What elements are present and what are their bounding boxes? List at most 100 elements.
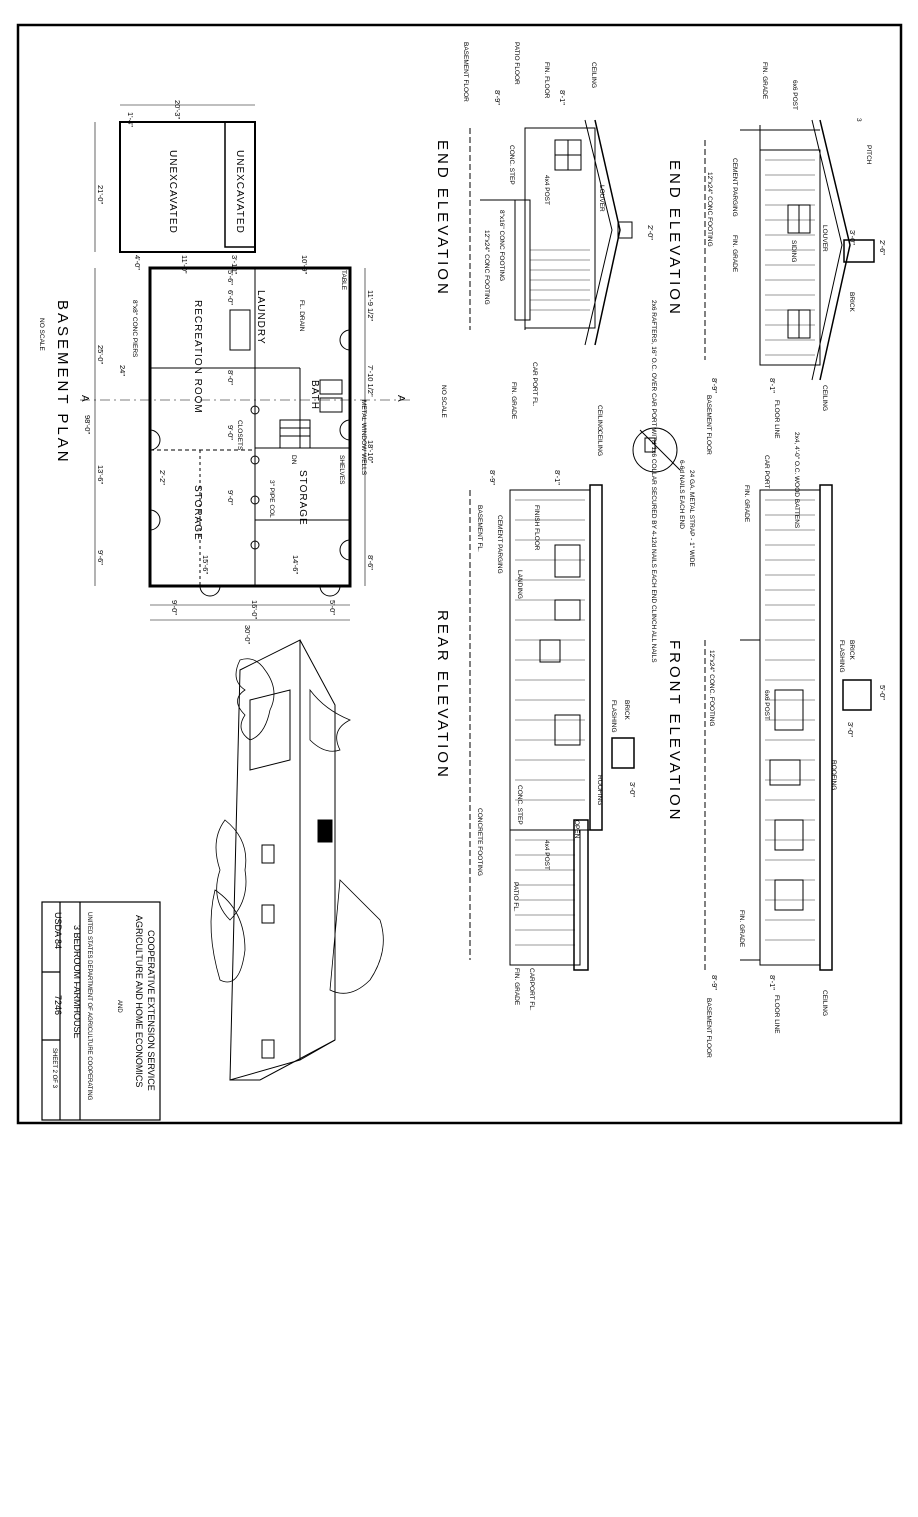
rear-concrete-footing: CONCRETE FOOTING [476, 808, 483, 876]
room-unexcavated-1: UNEXCAVATED [167, 150, 178, 234]
el-left-title: END ELEVATION [434, 140, 451, 297]
tb-usda-line: UNITED STATES DEPARTMENT OF AGRICULTURE … [86, 912, 92, 1101]
rear-dim-1: 8'-9" [488, 470, 497, 485]
basement-plan [80, 104, 410, 621]
dim-5-6: 5'-6" [226, 270, 235, 285]
rafters-note-text: 2x6 RAFTERS, 16" O.C. OVER CAR PORT WITH… [650, 300, 657, 663]
strap-note: 24 GA. METAL STRAP - 1" WIDE [688, 470, 695, 567]
dim-25-0: 25'-0" [96, 345, 105, 364]
front-dim-2: 8'-1" [768, 975, 777, 990]
room-recreation: RECREATION ROOM [192, 300, 203, 414]
el-right-brick: BRICK [848, 292, 855, 313]
el-right-basement-floor: BASEMENT FLOOR [705, 395, 712, 455]
rear-cement-parging: CEMENT PARGING [496, 515, 503, 574]
tb-usda-no: USDA 84 [53, 912, 63, 949]
front-floor-line: FLOOR LINE [773, 995, 780, 1034]
front-dim-4: 5'-0" [878, 685, 887, 700]
room-storage-1: STORAGE [192, 485, 203, 541]
rear-dim-3: 3'-0" [628, 782, 637, 797]
label-dn: DN [290, 455, 297, 465]
el-right-dim-4: 2'-6" [878, 240, 887, 255]
el-right-pitch-ratio: 3 [855, 118, 862, 122]
front-dim-1: 8'-9" [710, 975, 719, 990]
basement-plan-scale: NO SCALE [38, 318, 45, 352]
front-basement-floor: BASEMENT FLOOR [705, 998, 712, 1058]
sheet-border [16, 23, 903, 1125]
el-right-louver: LOUVER [821, 225, 828, 252]
rear-patio-fl: PATIO FL. [512, 882, 519, 912]
front-fin-grade-2: FIN. GRADE [738, 910, 745, 948]
rear-ceiling: CEILING [596, 430, 603, 456]
el-left-louver: LOUVER [598, 185, 605, 212]
front-car-port: CAR PORT [763, 455, 770, 488]
el-right-footing: 12"x24" CONC FOOTING [706, 172, 713, 247]
tb-and: AND [116, 1000, 122, 1013]
dim-3-10: 3'-10" [230, 255, 239, 274]
tb-plan-no: 7246 [53, 995, 63, 1015]
front-roofing: ROOFING [830, 760, 837, 790]
label-pipe-col: 3" PIPE COL [268, 480, 275, 518]
front-fin-grade: FIN. GRADE [743, 485, 750, 523]
dim-9-6: 9'-6" [96, 550, 105, 565]
dim-24: 24" [118, 365, 127, 376]
front-ceiling: CEILING [821, 990, 828, 1016]
el-right-title: END ELEVATION [666, 160, 683, 317]
tb-sheet: SHEET 2 OF 3 [51, 1048, 57, 1089]
el-left-patio-floor: PATIO FLOOR [513, 42, 520, 85]
el-right-fin-grade: FIN. GRADE [761, 62, 768, 100]
dim-7-10: 7'-10 1/2" [366, 365, 375, 397]
tb-org-line1: COOPERATIVE EXTENSION SERVICE [146, 930, 156, 1091]
title-block [41, 901, 161, 1121]
notes-no-scale: NO SCALE [440, 385, 447, 419]
dim-9-0a: 9'-0" [226, 425, 235, 440]
front-flashing: FLASHING [838, 640, 845, 673]
el-right-dim-2: 8'-1" [768, 378, 777, 393]
dim-21-0: 21'-0" [96, 185, 105, 204]
dim-15-6: 15'-6" [201, 555, 210, 574]
el-left-dim-1: 8'-9" [493, 90, 502, 105]
dim-13-6: 13'-6" [96, 465, 105, 484]
rear-open: OPEN [573, 820, 580, 839]
rear-post: 4x4 POST [543, 840, 550, 870]
dim-8-6: 8'-6" [366, 555, 375, 570]
front-footing: 12"x24" CONC. FOOTING [708, 650, 715, 727]
el-left-footing-12x24: 12"x24" CONC FOOTING [483, 230, 490, 305]
dim-4-0: 4'-0" [133, 255, 142, 270]
basement-plan-title: BASEMENT PLAN [54, 300, 71, 465]
dim-11-0: 11'-0" [180, 255, 189, 274]
nails-note: 6-6d NAILS EACH END [678, 460, 685, 529]
rafters-note: 2x6 RAFTERS, 16" O.C. OVER CAR PORT WITH… [650, 300, 695, 663]
room-laundry: LAUNDRY [255, 290, 266, 345]
tb-plan-name: 3 BEDROOM FARMHOUSE [72, 925, 82, 1039]
el-left-basement-floor: BASEMENT FLOOR [462, 42, 469, 102]
rear-landing: LANDING [516, 570, 523, 599]
rear-title: REAR ELEVATION [434, 610, 451, 780]
dim-bottom-30-0: 30'-0" [243, 625, 252, 644]
dim-top-width: 20'-3" [173, 100, 182, 119]
label-table: TABLE [340, 270, 347, 291]
dim-6-0: 6'-0" [226, 290, 235, 305]
rear-dim-2: 8'-1" [553, 470, 562, 485]
notes-ceiling: CEILING [596, 405, 603, 431]
el-right-dim-1: 8'-9" [710, 378, 719, 393]
dim-9-0b: 9'-0" [226, 490, 235, 505]
front-dim-3: 3'-0" [846, 722, 855, 737]
front-battens: 2x4, 4'-0" O.C. WOOD BATTENS [793, 432, 800, 529]
front-post: 6x6 POST [763, 690, 770, 720]
el-left-dim-3: 2'-0" [646, 225, 655, 240]
end-elevation-right [704, 119, 875, 381]
room-bath: BATH [309, 380, 320, 410]
label-conc-piers: 8"x8" CONC PIERS [131, 300, 138, 358]
rear-elevation [469, 484, 635, 971]
rear-fin-grade: FIN. GRADE [513, 968, 520, 1006]
dim-18-10: 18'-10" [366, 440, 375, 464]
el-left-conc-step: CONC. STEP [508, 145, 515, 185]
rear-roofing: ROOFING [596, 775, 603, 805]
label-closets: CLOSETS [236, 420, 243, 451]
el-right-post: 6x6 POST [791, 80, 798, 110]
rear-carport-fl: CARPORT FL. [528, 968, 535, 1011]
room-storage-2: STORAGE [297, 470, 308, 526]
rear-conc-step: CONC. STEP [516, 785, 523, 825]
